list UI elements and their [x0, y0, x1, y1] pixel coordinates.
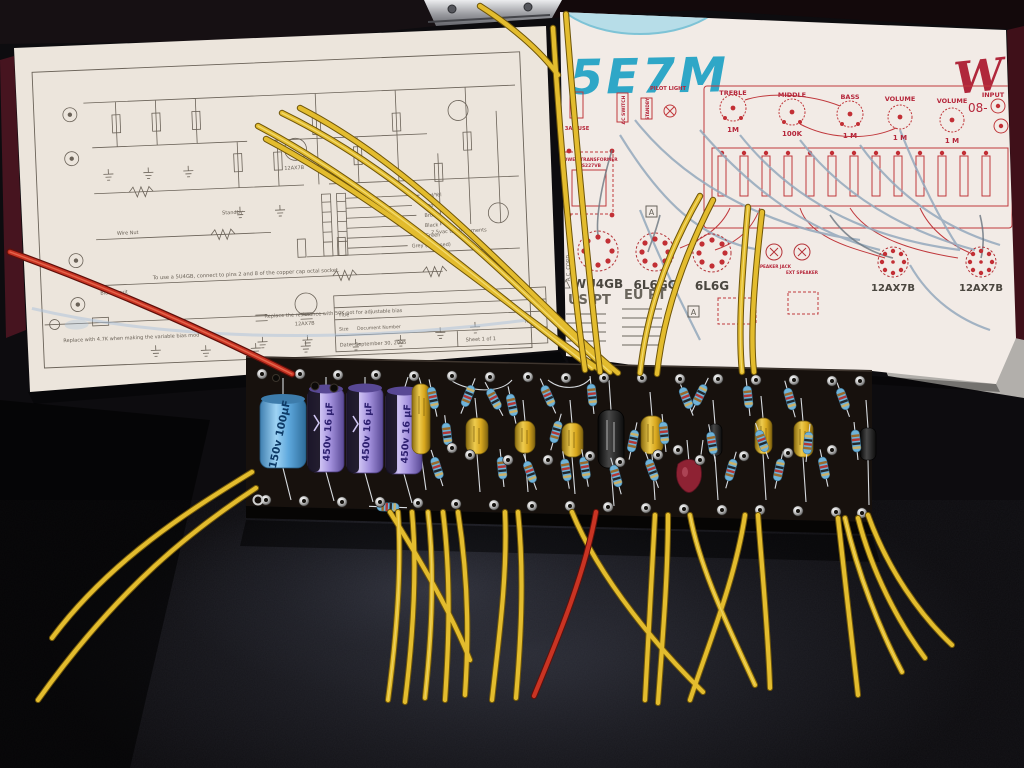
control-labels: TREBLE MIDDLE BASS VOLUME VOLUME INPUT 1… [560, 86, 1004, 275]
red-wire-hanging [530, 508, 600, 700]
filter-cap-purple-2: 450v 16 µF [346, 383, 384, 474]
tube-label: 6L6G [695, 279, 729, 293]
printed-wire-curves [619, 119, 1001, 341]
board-top-highlight [245, 356, 873, 372]
paper-sheet [14, 26, 558, 392]
note-adjustable-bias: Replace the resistance with 50K pot for … [264, 308, 402, 320]
title-5e7m: 5E7M [569, 47, 729, 106]
pot-value: 100K [782, 130, 803, 138]
control-label: VOLUME [937, 97, 968, 105]
yellow-cap [465, 417, 489, 455]
yellow-wires-left-paper [254, 104, 622, 377]
pot-value: 1M [727, 126, 739, 134]
board-hole [329, 383, 339, 393]
clamp-screw [523, 2, 533, 12]
chassis-layout [564, 85, 1013, 325]
size-label: Size [339, 326, 349, 332]
ext-speaker-label: EXT SPEAKER [786, 270, 819, 275]
date-label: Date: September 30, 2005 [340, 340, 407, 349]
board-side-edge [246, 506, 872, 534]
red-cap-highlight [682, 467, 688, 477]
control-label: TREBLE [719, 89, 746, 97]
signal-capacitors [411, 383, 877, 493]
brand-code: 08- [968, 101, 988, 115]
board-hole [272, 374, 280, 382]
ac-cord-label: A.C. CORD [566, 255, 572, 281]
tube-label: 12AX7B [284, 165, 305, 172]
yellow-wires-gap [476, 2, 604, 376]
yellow-cap [411, 383, 431, 455]
shelf-shadow-right [552, 0, 1024, 30]
speaker-jack-label: SPEAKER JACK [757, 264, 792, 269]
cap-label: 450v 16 µF [360, 402, 374, 462]
blue-smudge [64, 319, 89, 330]
yellow-wires-hanging [34, 468, 956, 707]
tube-label: 6L6GC [633, 278, 676, 292]
doc-label: Document Number [357, 324, 401, 332]
control-label: INPUT [982, 91, 1005, 99]
clamp-screw [447, 4, 457, 14]
cap-label: 450v 16 µF [399, 404, 413, 464]
maroon-edge-right [1007, 26, 1024, 340]
maroon-edge-left [0, 56, 26, 338]
tube-labels: WU4GB 6L6GC 6L6G 12AX7B 12AX7B [573, 277, 1003, 294]
pot-value: 1 M [945, 137, 959, 145]
yellow-wires-right-paper [636, 192, 766, 378]
turrets [252, 368, 868, 519]
wire-label: Brown [424, 212, 440, 219]
tube-label: WU4GB [573, 277, 623, 291]
standby-label: STANDBY [645, 97, 650, 120]
turret-board: 150v 100µF 450v 16 µF 450v 16 µF 450v 16… [240, 356, 880, 562]
wire-label: Red/Yel [423, 192, 441, 199]
tube-label: 12AX7B [959, 283, 1003, 294]
filter-cap-blue: 150v 100µF [259, 394, 307, 469]
schematic-components [111, 110, 473, 258]
brand-logo: W [952, 49, 1011, 105]
left-schematic-paper: To use a 5U4GB, connect to pins 2 and 8 … [14, 26, 566, 404]
note-bias-mod: Replace with 4.7K when making the variab… [63, 332, 199, 344]
note-standby: Standby [222, 210, 243, 217]
control-label: VOLUME [885, 95, 916, 103]
red-dipped-cap [676, 459, 702, 493]
control-label: MIDDLE [778, 91, 806, 99]
empty-eyelet [252, 494, 264, 506]
marker-a: A [691, 308, 697, 317]
pot-value: 1 M [843, 132, 857, 140]
marker-a-boxes: A A [645, 205, 700, 318]
filter-capacitors: 150v 100µF 450v 16 µF 450v 16 µF 450v 16… [259, 383, 423, 475]
printed-blue-curve [31, 307, 531, 337]
sheet-label: Sheet 1 of 1 [466, 336, 497, 343]
note-wire-nut: Wire Nut [117, 230, 139, 237]
cap-label: 450v 16 µF [321, 402, 335, 462]
wire-label: Black [425, 222, 439, 229]
cyan-logo [560, 12, 733, 35]
clamp-edge [427, 14, 551, 23]
yellow-cap [561, 422, 584, 458]
marker-a: A [649, 208, 655, 217]
black-cap [859, 427, 877, 461]
title-label: Title [337, 312, 349, 318]
tube-label: 12AX7B [295, 321, 316, 328]
yellow-cap [514, 420, 536, 454]
pt-model-label: WS227VB [577, 163, 602, 169]
filter-cap-purple-1: 450v 16 µF [307, 384, 345, 473]
ac-switch-label: AC SWITCH [621, 95, 627, 124]
jack-symbols [62, 107, 86, 312]
red-wire [6, 248, 296, 378]
control-label: BASS [840, 93, 859, 101]
pilot-light-label: PILOT LIGHT [650, 86, 686, 92]
tube-label: 12AX7B [871, 283, 915, 294]
board-hole [310, 381, 320, 391]
pot-value: 1 M [893, 134, 907, 142]
right-layout-paper: 5E7M W 08- [560, 12, 1016, 392]
hookup-wires [6, 2, 956, 707]
shelf-shadow-left [0, 0, 436, 44]
black-cap-print [606, 420, 615, 452]
wire-label: Green [425, 232, 440, 239]
power-transformer-label: POWER TRANSFORMER [560, 157, 618, 163]
